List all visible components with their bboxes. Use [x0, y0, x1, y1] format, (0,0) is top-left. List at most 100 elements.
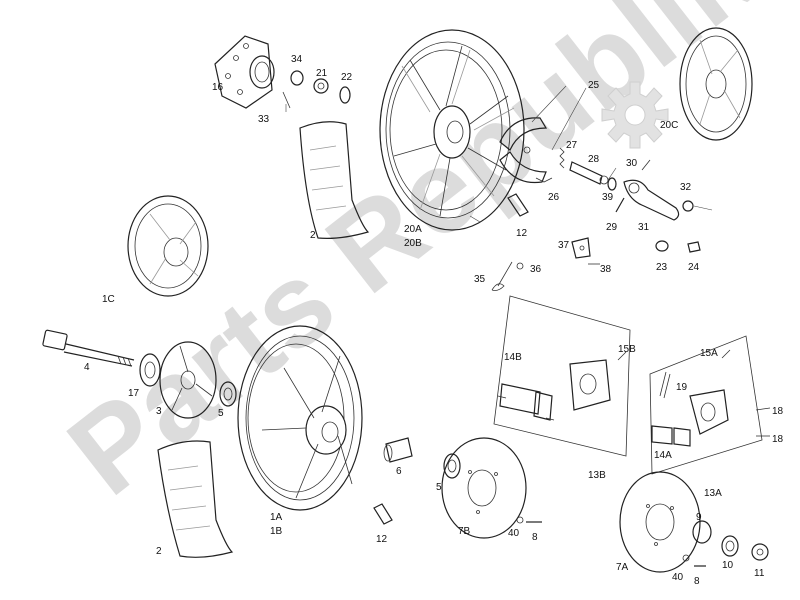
label-35: 35: [474, 274, 486, 285]
mudguard-2-top: [299, 121, 370, 239]
brake-disc-7a: [619, 471, 701, 573]
valve-12-bottom: [373, 503, 393, 525]
label-3: 3: [156, 406, 162, 417]
mudguard-2-bottom: [157, 440, 234, 558]
label-30: 30: [626, 158, 638, 169]
nut-32: [682, 200, 694, 212]
label-9: 9: [696, 512, 702, 523]
bearing-5-left: [219, 381, 237, 407]
gear-icon: [601, 81, 669, 149]
bolt-18a: [755, 407, 771, 411]
label-5-left: 5: [218, 408, 224, 419]
brake-shoes-25: [499, 117, 548, 184]
spring-27: [559, 147, 565, 169]
label-13B: 13B: [588, 470, 606, 481]
hub-flange-16: [214, 35, 275, 109]
brake-pads-14a: [651, 425, 691, 447]
label-20C: 20C: [660, 120, 678, 131]
spacer-6: [383, 437, 413, 463]
label-39: 39: [602, 192, 614, 203]
caliper-13b: [569, 359, 611, 411]
bleeder-15b: [617, 351, 627, 361]
watermark: Parts Republik: [45, 0, 778, 520]
label-16: 16: [212, 82, 224, 93]
wheel-20c: [679, 27, 753, 141]
rear-wheel-20: [379, 29, 525, 231]
label-34: 34: [291, 54, 303, 65]
label-20A: 20A: [404, 224, 422, 235]
label-18-b: 18: [772, 434, 784, 445]
label-15A: 15A: [700, 348, 718, 359]
bracket-37: [571, 237, 591, 259]
bearing-5-right: [443, 453, 461, 479]
label-32: 32: [680, 182, 692, 193]
label-8-a: 8: [532, 532, 538, 543]
valve-12-top: [507, 193, 529, 217]
brake-disc-7b: [441, 437, 527, 539]
label-2-top: 2: [310, 230, 316, 241]
pin-19: [659, 371, 671, 399]
label-22: 22: [341, 72, 353, 83]
label-27: 27: [566, 140, 578, 151]
label-24: 24: [688, 262, 700, 273]
label-31: 31: [638, 222, 650, 233]
label-21: 21: [316, 68, 328, 79]
label-20B: 20B: [404, 238, 422, 249]
label-28: 28: [588, 154, 600, 165]
label-17: 17: [128, 388, 140, 399]
bearing-10: [721, 535, 739, 557]
label-18-a: 18: [772, 406, 784, 417]
bleeder-15a: [721, 349, 731, 359]
bolt-29: [615, 197, 625, 213]
label-23: 23: [656, 262, 668, 273]
seal-22: [339, 86, 351, 104]
caliper-box-13a: [649, 335, 763, 475]
label-25: 25: [588, 80, 600, 91]
axle-4: [42, 329, 135, 367]
label-8-b: 8: [694, 576, 700, 587]
label-14B: 14B: [504, 352, 522, 363]
label-12-top: 12: [516, 228, 528, 239]
label-7A: 7A: [616, 562, 629, 573]
spring-35: [491, 261, 513, 291]
label-1A: 1A: [270, 512, 283, 523]
label-26: 26: [548, 192, 560, 203]
label-29: 29: [606, 222, 618, 233]
label-15B: 15B: [618, 344, 636, 355]
spacer-23: [655, 240, 669, 252]
pin-26: [535, 177, 553, 183]
nut-11: [751, 543, 769, 561]
caliper-box-13b: [493, 295, 631, 457]
spacer-9: [692, 520, 712, 544]
screw-36: [516, 262, 524, 270]
wheel-1c: [127, 195, 209, 297]
drive-17: [139, 353, 161, 387]
washer-40a: [516, 516, 524, 524]
washer-40b: [682, 554, 690, 562]
label-7B: 7B: [458, 526, 471, 537]
label-1C: 1C: [102, 294, 115, 305]
label-14A: 14A: [654, 450, 672, 461]
label-38: 38: [600, 264, 612, 275]
washer-39: [607, 177, 617, 191]
leader-lines: [285, 85, 713, 223]
label-37: 37: [558, 240, 570, 251]
front-wheel-1: [237, 325, 363, 511]
spacer-34: [290, 70, 304, 86]
bearing-21: [313, 78, 329, 94]
label-6: 6: [396, 466, 402, 477]
label-1B: 1B: [270, 526, 283, 537]
lever-31: [623, 179, 680, 221]
stud-33: [282, 91, 291, 109]
label-40-a: 40: [508, 528, 520, 539]
label-10: 10: [722, 560, 734, 571]
brake-pads-14b: [497, 383, 555, 421]
label-40-b: 40: [672, 572, 684, 583]
label-4: 4: [84, 362, 90, 373]
label-19: 19: [676, 382, 688, 393]
label-12-bottom: 12: [376, 534, 388, 545]
label-36: 36: [530, 264, 542, 275]
watermark-text: Parts Republik: [45, 0, 778, 520]
label-2-bottom: 2: [156, 546, 162, 557]
